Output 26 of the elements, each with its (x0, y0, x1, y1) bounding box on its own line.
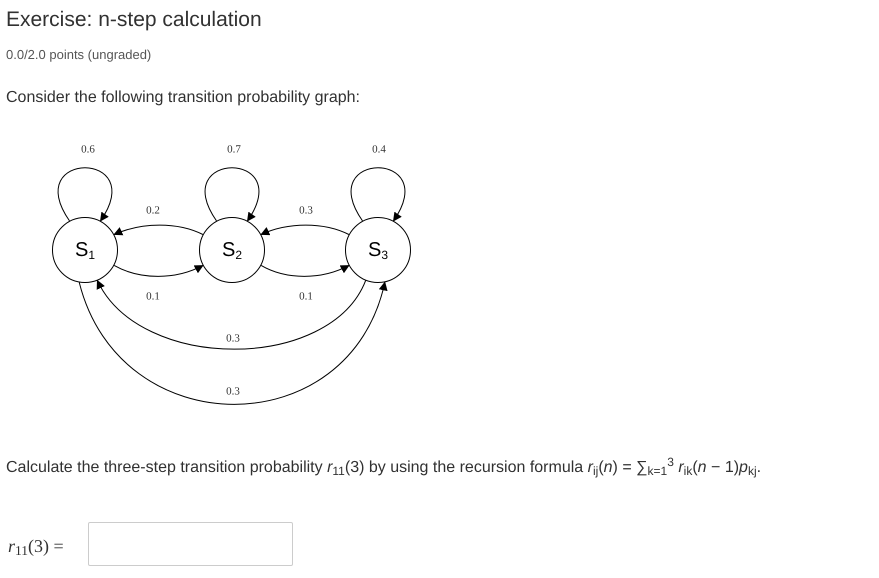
arrow (58, 167, 112, 222)
state-label: S$_{3}$ (368, 238, 388, 264)
answer-label: r$_{11}$(3) = (8, 535, 64, 560)
arrow (350, 167, 406, 222)
state-label: S$_{2}$ (222, 238, 242, 264)
edge-label: 0.6 (80, 144, 96, 156)
edge-label: 0.7 (226, 144, 242, 156)
prompt-text: Consider the following transition probability graph: (6, 88, 360, 108)
exercise-title: Exercise: n-step calculation (6, 7, 262, 33)
edge-label: 0.3 (225, 386, 241, 398)
edge-label: 0.1 (145, 292, 161, 302)
edge-label: 0.1 (298, 292, 314, 302)
question-text: Calculate the three-step transition probability r$_{11}$(3) by using the recursion formula r$_{ij}$(n) = ∑$_{k=1}$$^{3}$ r$_{ik}$(n − 1)p$_{kj}$. (6, 456, 762, 480)
arrow (260, 224, 350, 236)
edge-label: 0.2 (145, 206, 161, 216)
edge-label: 0.3 (298, 206, 314, 216)
edge-label: 0.4 (371, 144, 387, 156)
points-text: 0.0/2.0 points (ungraded) (6, 46, 152, 64)
arrow (204, 167, 260, 222)
arrow (96, 280, 366, 350)
arrow (113, 224, 204, 236)
arrow (114, 264, 204, 277)
arrow (260, 264, 350, 277)
state-label: S$_{1}$ (74, 238, 96, 264)
arrow (78, 281, 387, 405)
edge-label: 0.3 (225, 334, 241, 344)
